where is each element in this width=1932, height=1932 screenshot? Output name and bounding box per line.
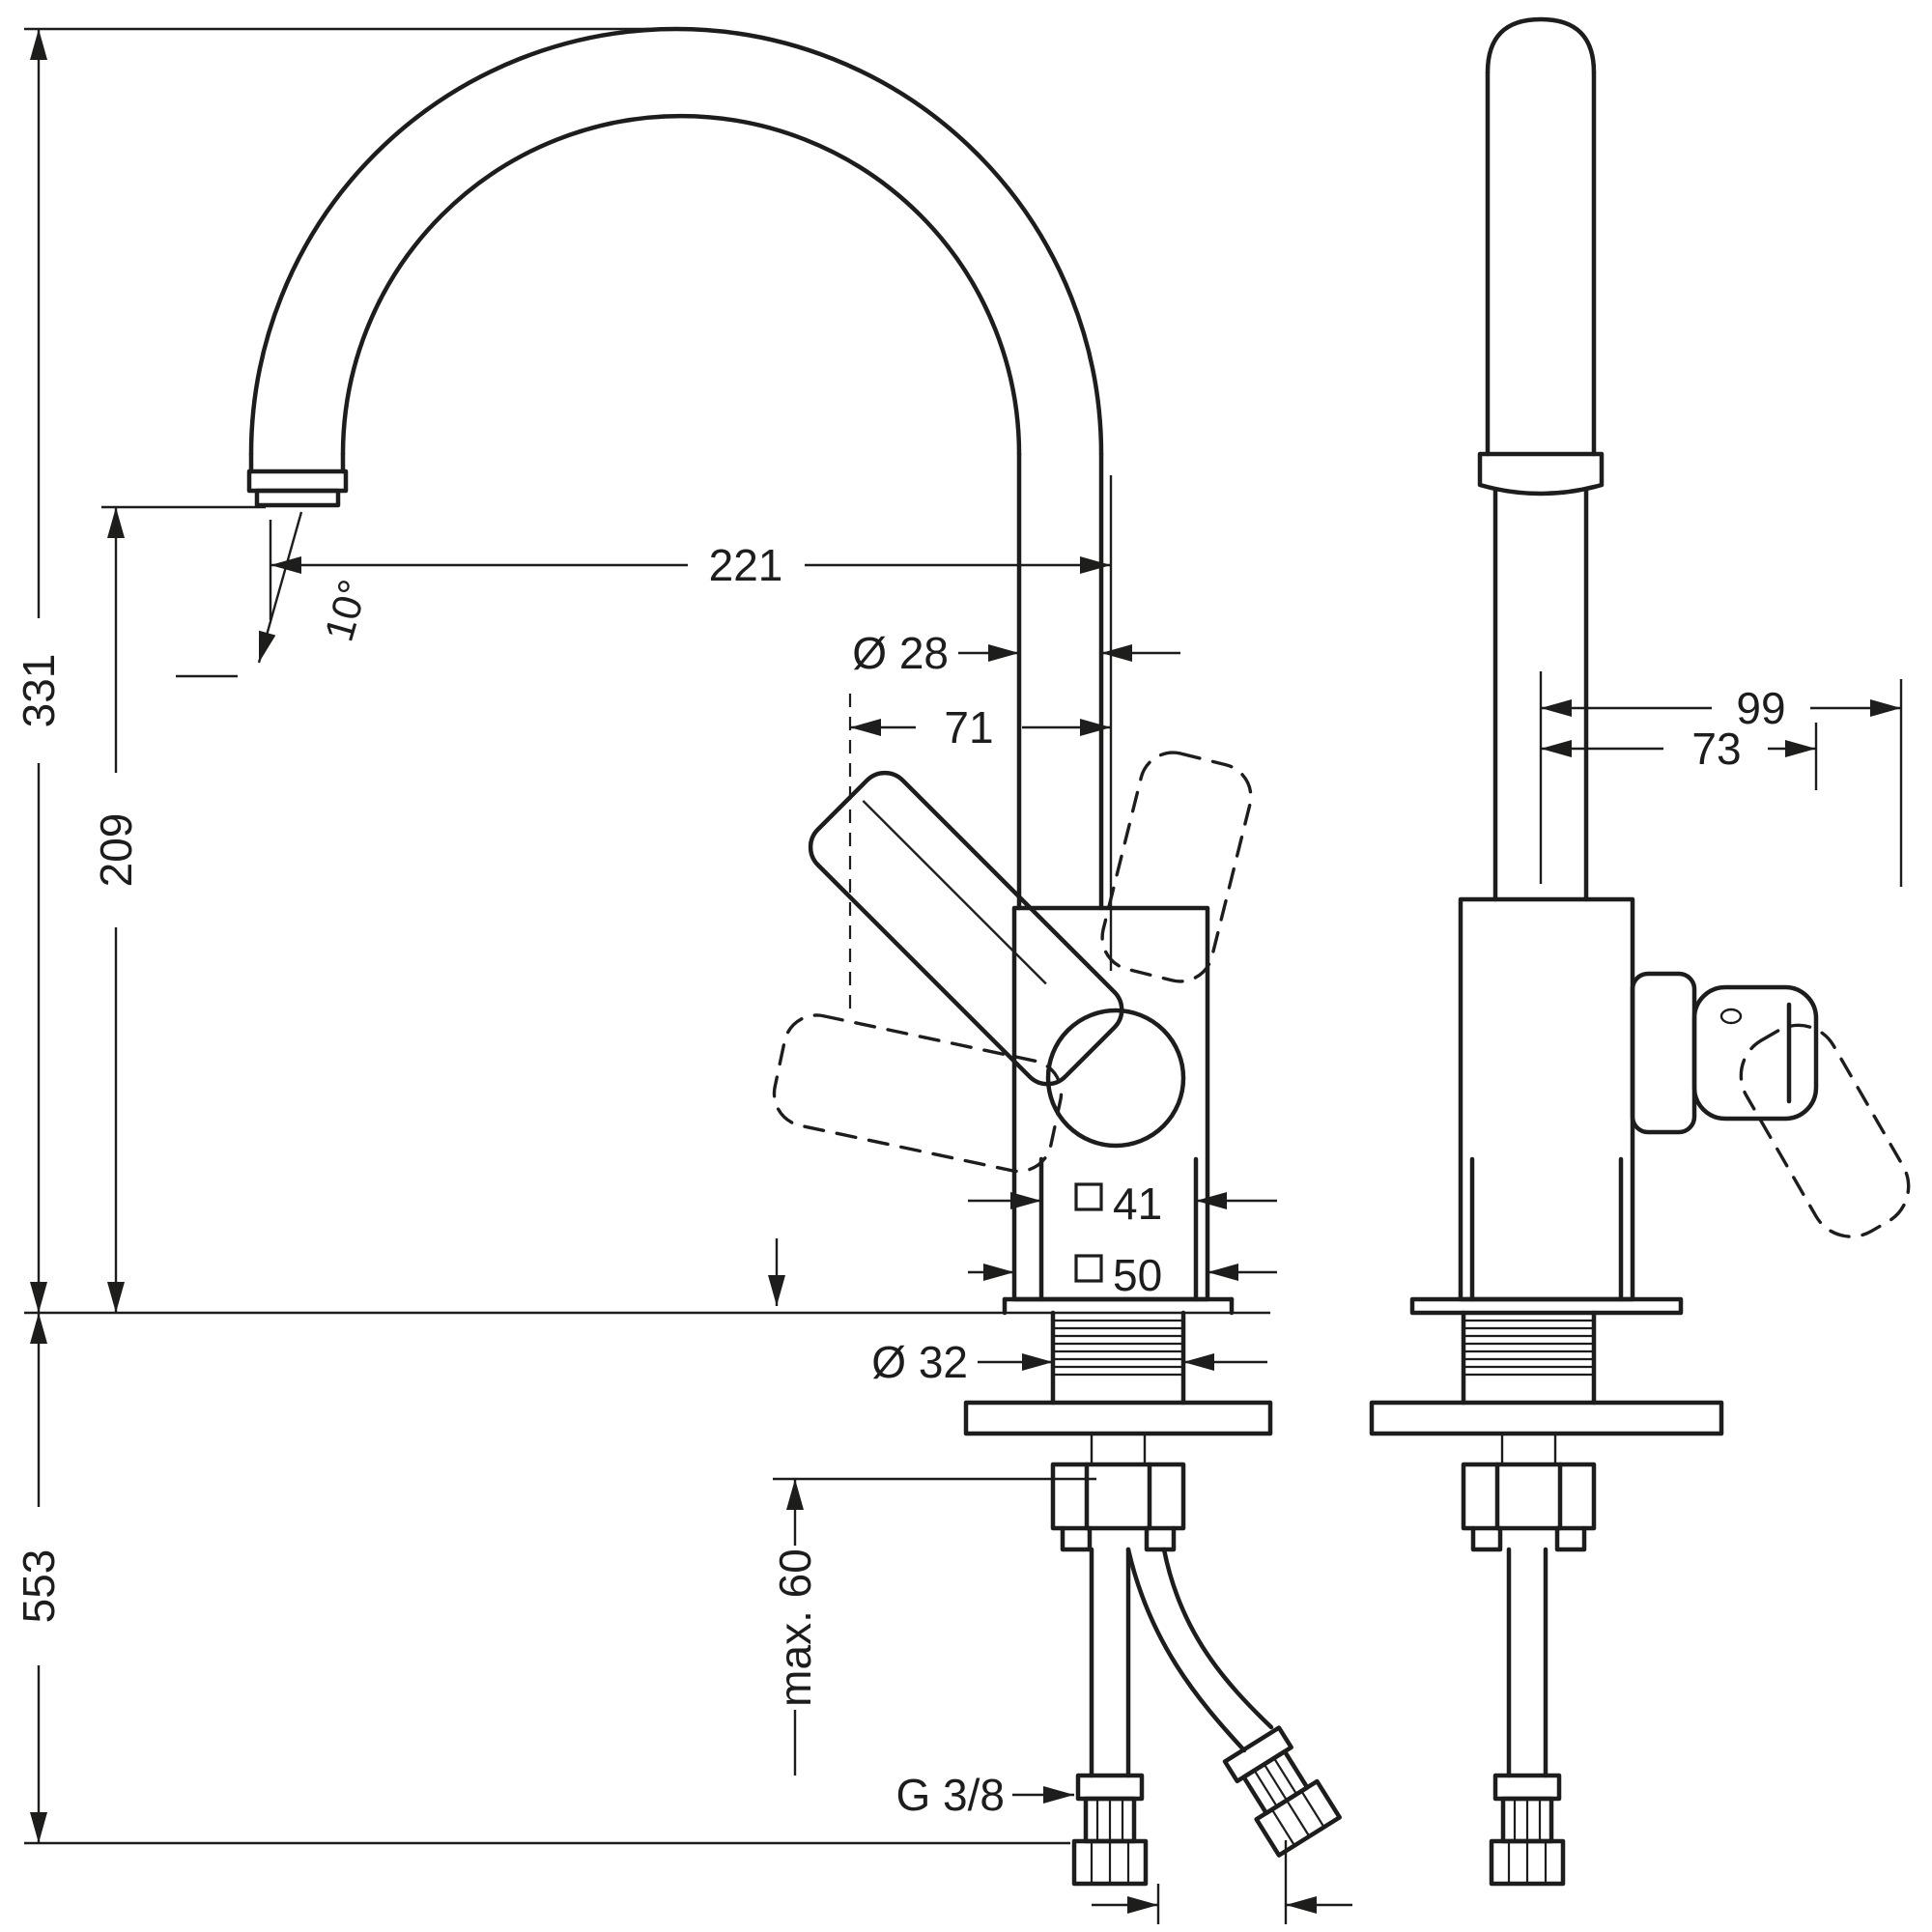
swivel-angle-line [257,511,303,664]
square-symbol-50 [1074,1254,1103,1283]
hose-angled-right-wall [1161,1547,1274,1730]
mounting-plate-front [1369,1400,1724,1436]
shank-threads-front [1462,1319,1596,1377]
total-height-label: 331 [14,654,64,728]
hose-connector-front [1489,1773,1566,1887]
below-counter-depth-label: 553 [14,1549,64,1624]
spout-cap [1485,16,1597,75]
left-side-view [246,26,1253,1302]
handle-reach-73-label: 73 [1691,724,1741,774]
connector-neck-hatch [1095,1797,1124,1843]
nut-feet-front [1470,1525,1587,1552]
handle-lever-outline [808,770,1124,1087]
plate-to-nut-links-front [1500,1434,1557,1464]
mounting-nut-front [1461,1462,1597,1531]
spout-reach-label: 221 [709,540,783,590]
square-symbol-41 [1074,1182,1103,1211]
mounting-nut [1050,1462,1186,1531]
left-view-dimensions: 331 209 553 221 10° Ø 28 71 41 50 [14,27,1352,1924]
nut-facets-front [1494,1462,1563,1531]
spout-pipe-diameter-label: Ø 28 [852,628,949,678]
connector-hex-hatch [1090,1839,1130,1886]
connector-hex-hatch [1507,1839,1548,1886]
nut-feet [1060,1525,1177,1552]
spout-inner-arc [340,113,1022,457]
flange-front [1409,1296,1684,1316]
hose-angled-left-wall [1125,1547,1247,1753]
handle-position-side-dashed [1739,1023,1911,1238]
thread-hatch-line [1051,1319,1185,1377]
handle-lever-detail [862,800,1047,985]
spout-column-upper [1485,70,1597,457]
max-counter-thickness-label: max. 60 [770,1548,820,1707]
aerator-band [1477,451,1605,497]
handle-projection-label: 71 [944,702,993,753]
body-size-50-label: 50 [1113,1250,1162,1300]
hose-thread-label: G 3/8 [895,1770,1005,1820]
handle-hole [1719,1008,1743,1025]
right-view-dimensions: 99 73 [1539,671,1903,887]
shank-diameter-label: Ø 32 [871,1337,968,1387]
nut-facets [1084,1462,1152,1531]
hose-front [1506,1547,1548,1778]
handle-hub [1045,1008,1186,1149]
body-chamfers-front [1469,1156,1624,1302]
handle-side-outline [1739,1023,1911,1238]
plate-to-nut-links [1090,1434,1147,1464]
handle-lever-front [1691,984,1819,1122]
handle-reach-99-label: 99 [1736,683,1785,733]
body-size-41-label: 41 [1113,1179,1162,1229]
aerator-outlet [254,488,341,508]
flange-sides [1002,1296,1235,1316]
thread-hatch-line [1462,1319,1596,1377]
connector-neck-hatch [1253,1756,1298,1808]
mounting-plate [963,1400,1273,1436]
hose-connector-angled [1222,1725,1342,1858]
handle-lever [808,770,1124,1087]
spout-column-lower [1492,488,1589,902]
outlet-height-label: 209 [91,813,141,888]
handle-up-outline [1100,751,1253,983]
handle-position-up-dashed [1100,751,1253,983]
connector-neck-hatch [1513,1797,1542,1843]
right-front-view [1458,16,1911,1302]
handle-position-down-dashed [772,1013,1064,1174]
connector-hex-hatch [1270,1790,1325,1847]
shank-threads [1051,1319,1185,1377]
hose-connector-straight [1071,1773,1149,1887]
handle-down-outline [772,1013,1064,1174]
right-mounting-hardware [1369,1296,1724,1887]
